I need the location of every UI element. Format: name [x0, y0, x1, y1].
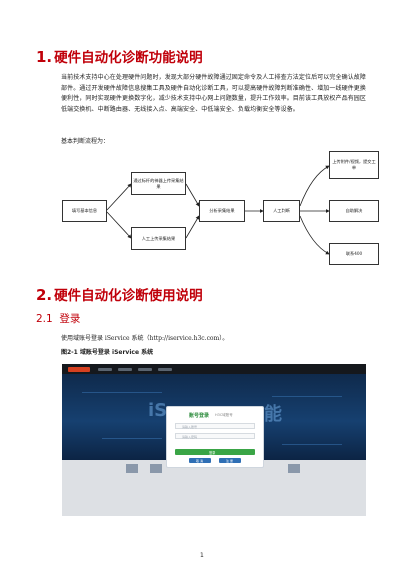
- flow-box-manual-judge: 人工判断: [263, 200, 300, 222]
- cancel-button-label: 取 消: [196, 458, 203, 463]
- login-button-label: 登录: [209, 450, 216, 455]
- flow-box-call-400: 联系400: [329, 243, 379, 265]
- login-dialog: 账号登录 H3C域账号 请输入账号 请输入密码 登录 取 消 注 册: [166, 406, 264, 468]
- login-button[interactable]: 登录: [175, 449, 255, 455]
- login-screenshot: iS 能 账号登录 H3C域账号 请输入账号 请输入密码 登录 取 消 注 册: [62, 364, 366, 516]
- flow-box-analyze: 分析采集结果: [199, 200, 245, 222]
- section1-paragraph: 当前技术支持中心在处理硬件问题时，发现大部分硬件故障通过固定命令及人工排查方法定…: [61, 74, 367, 113]
- app-tile: [126, 464, 138, 473]
- flow-intro: 基本判断流程为：: [61, 138, 110, 145]
- section2-number: 2.: [36, 286, 53, 304]
- dialog-subtitle: H3C域账号: [215, 413, 233, 417]
- nav-item: [138, 367, 152, 371]
- flow-box-submit-ticket: 上传附件/视频，提交工单: [329, 151, 379, 179]
- section2-1-number: 2.1: [36, 313, 53, 325]
- password-field[interactable]: 请输入密码: [175, 433, 255, 439]
- flow-box-auto-collect: 通过标杆的神器上传采集结果: [131, 172, 186, 195]
- register-button[interactable]: 注 册: [219, 458, 241, 463]
- section1-heading: 1.硬件自动化诊断功能说明: [36, 46, 203, 66]
- section2-1-heading: 2.1 登录: [36, 311, 80, 326]
- flow-box-manual-collect: 人工上传采集结果: [131, 227, 186, 250]
- app-tile: [150, 464, 162, 473]
- section2-intro: 使用域账号登录 iService 系统（http://iservice.h3c.…: [61, 335, 229, 342]
- section1-number: 1.: [36, 48, 53, 66]
- flow-box-auto-resolve: 自助解决: [329, 200, 379, 222]
- hero-text-left: iS: [148, 400, 168, 421]
- username-field[interactable]: 请输入账号: [175, 423, 255, 429]
- flowchart-connectors: [106, 165, 330, 255]
- page-number: 1: [200, 552, 204, 559]
- flow-box-fill-info: 填写基本信息: [62, 200, 107, 222]
- hero-text-right: 能: [264, 404, 282, 425]
- section2-1-title: 登录: [59, 313, 81, 325]
- figure-caption: 图2-1 域账号登录 iService 系统: [61, 349, 154, 356]
- section2-heading: 2.硬件自动化诊断使用说明: [36, 284, 203, 304]
- username-placeholder: 请输入账号: [182, 424, 198, 429]
- app-tile: [288, 464, 300, 473]
- nav-item: [118, 367, 132, 371]
- dialog-title: 账号登录: [189, 413, 210, 419]
- nav-item: [98, 367, 112, 371]
- nav-item: [158, 367, 172, 371]
- cancel-button[interactable]: 取 消: [189, 458, 211, 463]
- password-placeholder: 请输入密码: [182, 434, 198, 439]
- h3c-logo: [68, 366, 90, 372]
- screenshot-topbar: [62, 364, 366, 374]
- register-button-label: 注 册: [226, 458, 233, 463]
- section1-title: 硬件自动化诊断功能说明: [54, 50, 203, 66]
- section2-title: 硬件自动化诊断使用说明: [54, 288, 203, 304]
- screenshot-lower-area: [62, 460, 366, 516]
